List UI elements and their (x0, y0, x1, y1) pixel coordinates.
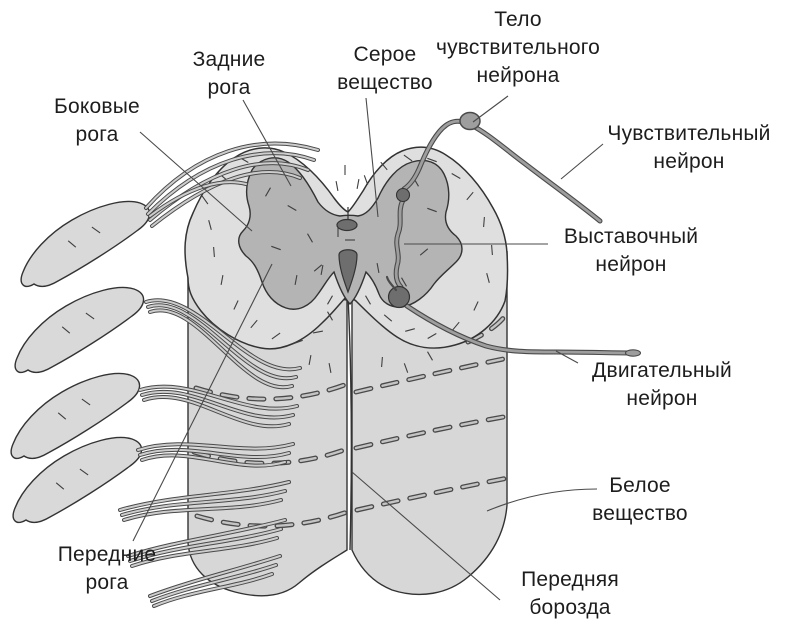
motor-neuron-fiber (405, 304, 635, 355)
label-chuvstvitelnyy-neyron: Чувствительный нейрон (607, 122, 771, 173)
sensory-neuron-cell-body (459, 111, 481, 131)
label-beloe-veshchestvo: Белое вещество (592, 474, 688, 525)
nerve-rootlets (118, 298, 302, 608)
leader-dvigatelnyy (555, 350, 579, 364)
leader-lines (132, 95, 604, 601)
leader-chuvstvitelnyy (560, 143, 604, 180)
ganglion (12, 436, 143, 524)
leader-bokovye-roga (139, 131, 253, 232)
synapse-knob (395, 187, 411, 203)
ganglion (10, 372, 141, 460)
cord-left-column (187, 277, 348, 597)
central-canal (336, 218, 358, 232)
anterior-median-groove (347, 295, 353, 551)
leader-telo (472, 95, 509, 123)
label-perednyaya-borozda: Передняя борозда (521, 568, 619, 619)
label-seroe-veshchestvo: Серое вещество (337, 43, 433, 94)
interneuron-fiber (394, 198, 405, 289)
texture-hatches (55, 154, 493, 490)
midline-structures (336, 207, 358, 294)
anterior-fissure (338, 249, 358, 294)
label-zadnie-roga: Задние рога (192, 48, 266, 99)
leader-zadnie-roga (242, 99, 292, 187)
label-vystavochnyy-neyron: Выставочный нейрон (563, 225, 699, 276)
leader-perednyaya-borozda (351, 471, 501, 601)
motor-axon-tip (624, 349, 642, 357)
label-dvigatelnyy-neyron: Двигательный нейрон (592, 359, 732, 410)
leader-beloe-veshchestvo (486, 488, 598, 512)
label-telo-chuvstvitelnogo-neyrona: Тело чувствительного нейрона (435, 8, 601, 87)
ganglion (14, 286, 145, 374)
leader-seroe-veshchestvo (365, 97, 379, 218)
spinal-ganglia (10, 200, 151, 524)
motor-neuron-cell-body (387, 285, 411, 309)
neuron-bodies (385, 111, 642, 357)
dorsal-root-arcs (144, 141, 320, 228)
leader-perednie-roga (132, 263, 273, 542)
label-bokovye-roga: Боковые рога (54, 95, 140, 146)
label-perednie-roga: Передние рога (57, 543, 157, 594)
ganglion (20, 200, 151, 288)
motor-neuron-dendrite (385, 275, 398, 292)
